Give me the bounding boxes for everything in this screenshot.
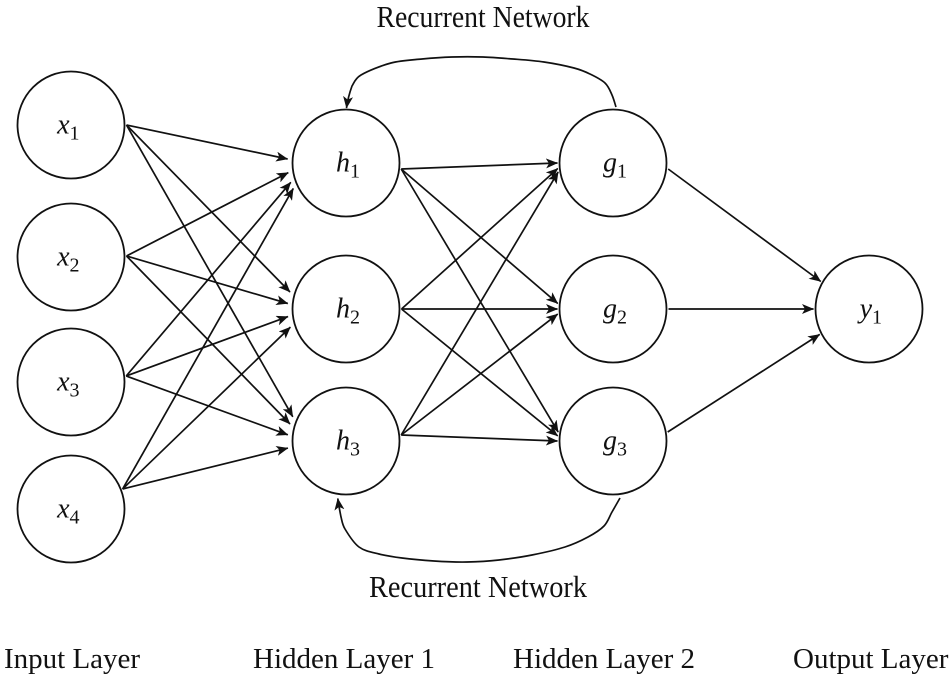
svg-text:3: 3 [617, 439, 627, 461]
svg-text:2: 2 [70, 255, 80, 277]
svg-text:x: x [56, 367, 70, 398]
svg-text:Input Layer: Input Layer [4, 643, 140, 675]
svg-text:g: g [603, 294, 617, 325]
svg-text:h: h [336, 426, 350, 457]
svg-text:3: 3 [350, 439, 360, 461]
svg-text:3: 3 [70, 380, 80, 402]
svg-text:Hidden Layer 1: Hidden Layer 1 [253, 643, 435, 675]
svg-text:4: 4 [70, 507, 80, 529]
svg-text:Hidden Layer 2: Hidden Layer 2 [513, 643, 695, 675]
svg-text:1: 1 [70, 123, 80, 145]
svg-text:g: g [603, 148, 617, 179]
svg-text:g: g [603, 426, 617, 457]
svg-text:h: h [336, 294, 350, 325]
svg-text:x: x [56, 242, 70, 273]
svg-text:x: x [56, 494, 70, 525]
svg-text:1: 1 [872, 307, 882, 329]
svg-text:h: h [336, 148, 350, 179]
svg-text:2: 2 [350, 307, 360, 329]
svg-text:Recurrent Network: Recurrent Network [369, 569, 587, 604]
svg-text:2: 2 [617, 307, 627, 329]
svg-text:1: 1 [617, 161, 627, 183]
svg-text:x: x [56, 110, 70, 141]
svg-text:y: y [857, 294, 873, 325]
svg-text:Recurrent Network: Recurrent Network [377, 0, 590, 34]
svg-text:1: 1 [350, 161, 360, 183]
svg-text:Output Layer: Output Layer [793, 643, 949, 675]
